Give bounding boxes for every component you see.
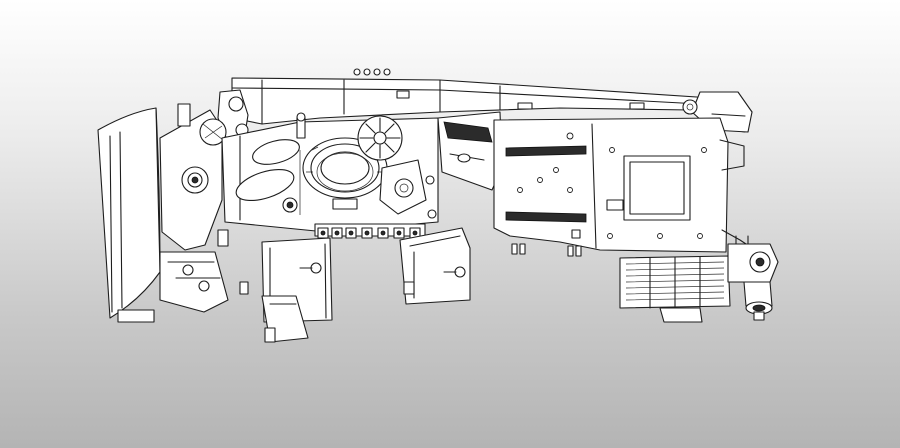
connector-rail[interactable] xyxy=(314,223,426,239)
drive-motor[interactable] xyxy=(727,235,779,321)
vent-grille[interactable] xyxy=(619,255,731,323)
left-bin[interactable] xyxy=(261,237,333,343)
rear-deck-panel[interactable] xyxy=(493,117,753,257)
hatch-disc[interactable] xyxy=(357,115,427,215)
hinge-bracket[interactable] xyxy=(159,103,249,313)
right-bin[interactable] xyxy=(399,227,471,305)
front-plate[interactable] xyxy=(97,107,161,323)
